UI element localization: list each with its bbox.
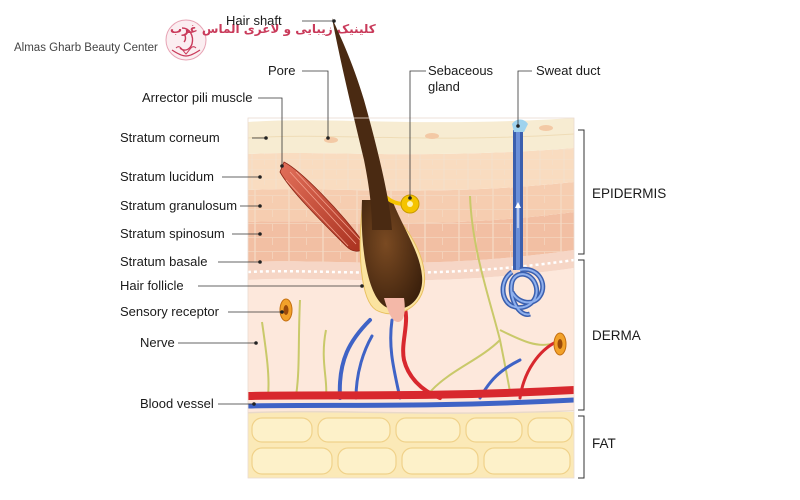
vein [248, 397, 574, 409]
hair-shaft-shape [332, 18, 392, 230]
brand-name-english: Almas Gharb Beauty Center [14, 42, 158, 54]
label-stratum-corneum: Stratum corneum [120, 130, 220, 145]
brand-block: کلینیک زیبایی و لاغری الماس غرب Almas Gh… [14, 19, 376, 61]
dermis-layer [248, 268, 574, 413]
label-stratum-spinosum: Stratum spinosum [120, 226, 225, 241]
section-brackets [578, 129, 585, 479]
pore-mark [425, 133, 439, 139]
sweat-gland [500, 119, 546, 317]
label-sweat-duct: Sweat duct [536, 63, 601, 78]
fat-cells [251, 417, 573, 475]
label-stratum-granulosum: Stratum granulosum [120, 198, 237, 213]
section-epidermis: EPIDERMIS [592, 186, 666, 201]
label-nerve: Nerve [140, 335, 175, 350]
label-stratum-lucidum: Stratum lucidum [120, 169, 214, 184]
skin-cross-section [248, 118, 574, 478]
label-sebaceous-gland-line2: gland [428, 79, 460, 94]
section-derma: DERMA [592, 328, 641, 343]
label-stratum-basale: Stratum basale [120, 254, 207, 269]
label-sensory-receptor: Sensory receptor [120, 304, 220, 319]
label-sebaceous-gland-line1: Sebaceous [428, 63, 494, 78]
hair-follicle-group [359, 179, 426, 322]
stratum-corneum-layer [248, 118, 574, 155]
nerve-fibers [261, 195, 557, 397]
artery [248, 386, 574, 400]
label-pore: Pore [268, 63, 295, 78]
label-arrector-pili-muscle: Arrector pili muscle [142, 90, 253, 105]
pore-mark [539, 125, 553, 131]
section-fat: FAT [592, 436, 616, 451]
label-hair-follicle: Hair follicle [120, 278, 184, 293]
brand-name-arabic: کلینیک زیبایی و لاغری الماس غرب [170, 22, 376, 37]
label-hair-shaft: Hair shaft [226, 13, 282, 28]
label-blood-vessel: Blood vessel [140, 396, 214, 411]
lotus-face-icon [165, 19, 207, 61]
pore-mark [324, 137, 338, 143]
